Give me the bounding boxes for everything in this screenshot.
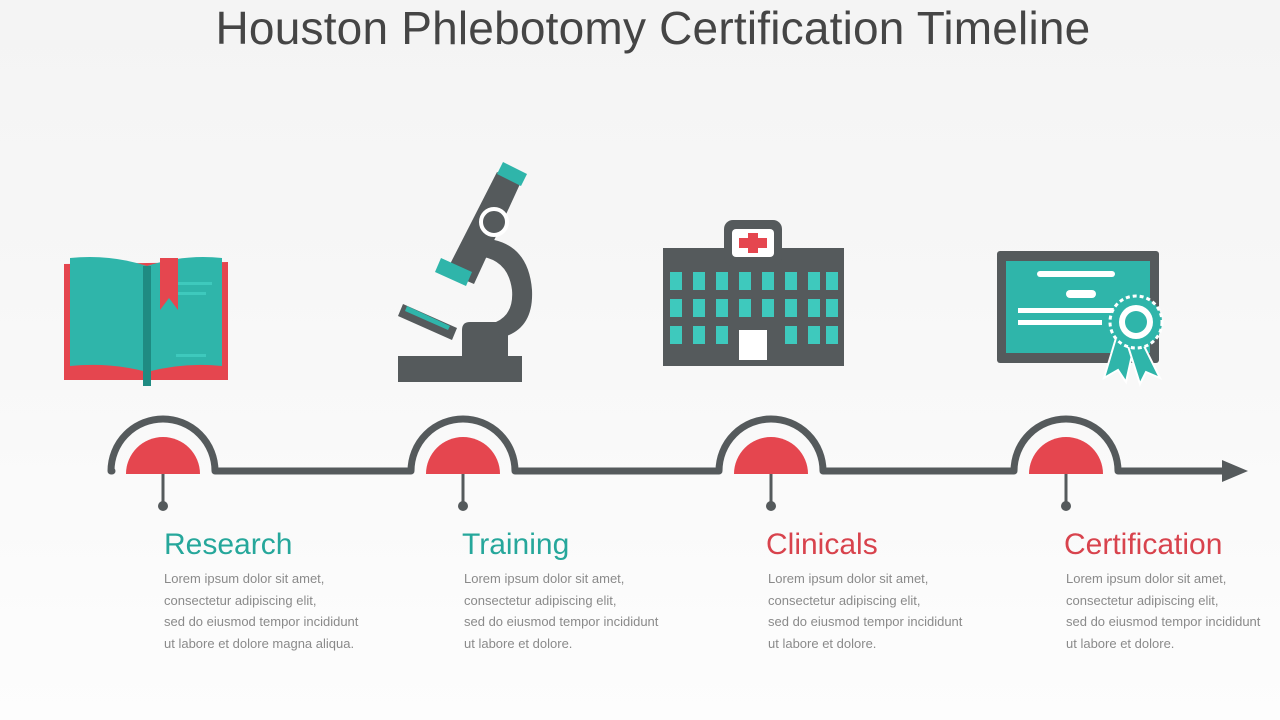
open-book-icon bbox=[64, 257, 228, 386]
page-title: Houston Phlebotomy Certification Timelin… bbox=[215, 2, 1091, 54]
hospital-window bbox=[808, 299, 820, 317]
hospital-window bbox=[739, 272, 751, 290]
hospital-window bbox=[670, 272, 682, 290]
hospital-window bbox=[785, 299, 797, 317]
description-line: consectetur adipiscing elit, bbox=[1066, 592, 1219, 608]
hospital-window bbox=[670, 326, 682, 344]
step-description-clinicals: Lorem ipsum dolor sit amet, consectetur … bbox=[768, 568, 968, 654]
description-line: sed do eiusmod tempor incididunt bbox=[164, 614, 359, 629]
description-line: consectetur adipiscing elit, bbox=[164, 592, 317, 608]
description-line: Lorem ipsum dolor sit amet, bbox=[1066, 571, 1227, 586]
step-label-research: Research bbox=[164, 528, 293, 561]
timeline-line bbox=[107, 415, 1230, 475]
description-line: consectetur adipiscing elit, bbox=[464, 592, 617, 608]
description-line: Lorem ipsum dolor sit amet, bbox=[768, 571, 929, 586]
step-label-clinicals: Clinicals bbox=[766, 528, 878, 561]
hospital-window bbox=[716, 272, 728, 290]
description-line: ut labore et dolore magna aliqua. bbox=[164, 635, 355, 651]
hospital-window bbox=[762, 272, 774, 290]
step-description-research: Lorem ipsum dolor sit amet, consectetur … bbox=[164, 568, 364, 654]
hospital-window bbox=[785, 326, 797, 344]
timeline-marker-certification bbox=[1029, 437, 1103, 511]
description-line: Lorem ipsum dolor sit amet, bbox=[464, 571, 625, 586]
timeline-marker-training bbox=[426, 437, 500, 511]
hospital-window bbox=[762, 299, 774, 317]
step-label-training: Training bbox=[462, 528, 570, 561]
timeline-marker-research bbox=[126, 437, 200, 511]
hospital-window bbox=[826, 272, 838, 290]
hospital-window bbox=[808, 272, 820, 290]
description-line: sed do eiusmod tempor incididunt bbox=[1066, 614, 1261, 629]
hospital-window bbox=[716, 299, 728, 317]
certificate-icon bbox=[997, 251, 1164, 387]
hospital-window bbox=[785, 272, 797, 290]
step-description-certification: Lorem ipsum dolor sit amet, consectetur … bbox=[1066, 568, 1266, 654]
hospital-window bbox=[808, 326, 820, 344]
hospital-icon bbox=[663, 220, 844, 366]
arrow-head bbox=[1222, 460, 1248, 482]
step-description-training: Lorem ipsum dolor sit amet, consectetur … bbox=[464, 568, 664, 654]
hospital-window bbox=[693, 326, 705, 344]
hospital-window bbox=[693, 299, 705, 317]
hospital-window bbox=[739, 299, 751, 317]
description-line: ut labore et dolore. bbox=[1066, 635, 1175, 651]
description-line: ut labore et dolore. bbox=[464, 635, 573, 651]
microscope-icon bbox=[398, 162, 533, 382]
timeline-marker-clinicals bbox=[734, 437, 808, 511]
hospital-window bbox=[826, 299, 838, 317]
step-label-certification: Certification bbox=[1064, 528, 1223, 561]
description-line: sed do eiusmod tempor incididunt bbox=[464, 614, 659, 629]
description-line: consectetur adipiscing elit, bbox=[768, 592, 921, 608]
hospital-window bbox=[670, 299, 682, 317]
hospital-window bbox=[716, 326, 728, 344]
hospital-window bbox=[826, 326, 838, 344]
description-line: ut labore et dolore. bbox=[768, 635, 877, 651]
description-line: sed do eiusmod tempor incididunt bbox=[768, 614, 963, 629]
hospital-window bbox=[693, 272, 705, 290]
description-line: Lorem ipsum dolor sit amet, bbox=[164, 571, 325, 586]
